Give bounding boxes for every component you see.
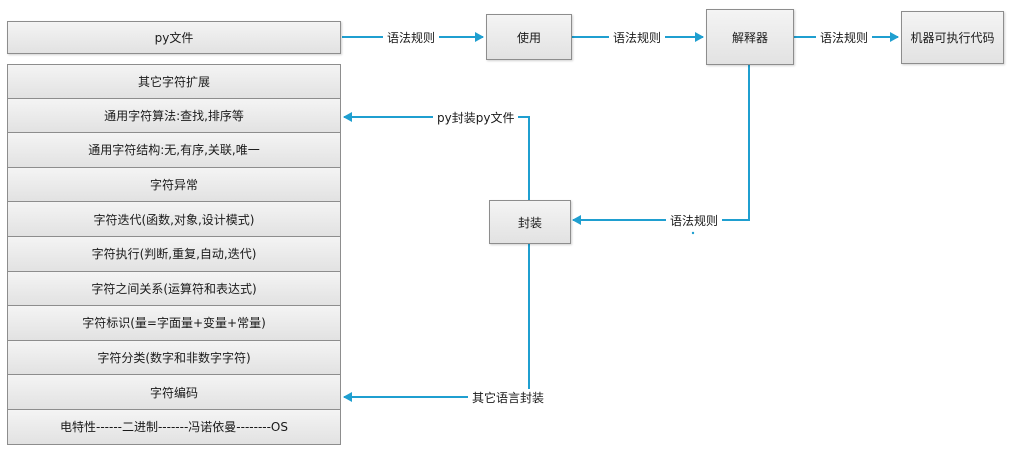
edge-label-other-lang-package: 其它语言封装 (468, 389, 549, 406)
stack-row-exceptions: 字符异常 (7, 167, 341, 203)
edge-label-grammar-2: 语法规则 (609, 29, 666, 46)
stack-row-relations: 字符之间关系(运算符和表达式) (7, 271, 341, 307)
edge-label-py-package-file: py封装py文件 (433, 109, 519, 126)
stack-row-encoding: 字符编码 (7, 375, 341, 410)
stack-row-algorithms: 通用字符算法:查找,排序等 (7, 98, 341, 134)
arrow-interpreter-to-package (572, 65, 750, 225)
stack-row-identifiers: 字符标识(量=字面量+变量+常量) (7, 306, 341, 341)
edge-label-grammar-3: 语法规则 (816, 29, 873, 46)
node-interpreter: 解释器 (706, 9, 794, 65)
node-machine-code-label: 机器可执行代码 (910, 31, 995, 45)
stack-row-iteration: 字符迭代(函数,对象,设计模式) (7, 202, 341, 237)
layer-stack: 其它字符扩展 通用字符算法:查找,排序等 通用字符结构:无,有序,关联,唯一 字… (7, 64, 341, 445)
node-machine-code: 机器可执行代码 (901, 11, 1004, 64)
node-use: 使用 (486, 14, 572, 60)
node-interpreter-label: 解释器 (731, 30, 768, 45)
node-py-file-label: py文件 (154, 31, 194, 45)
edge-label-grammar-4: 语法规则 (666, 212, 723, 229)
stack-row-structures: 通用字符结构:无,有序,关联,唯一 (7, 133, 341, 168)
stack-row-execution: 字符执行(判断,重复,自动,迭代) (7, 236, 341, 272)
edge-label-grammar-1: 语法规则 (383, 29, 440, 46)
node-package: 封装 (489, 200, 571, 244)
arrow-package-to-algorithm (343, 112, 530, 200)
stray-dot (691, 231, 695, 235)
stack-row-electrical: 电特性------二进制-------冯诺依曼--------OS (7, 409, 341, 445)
node-use-label: 使用 (516, 30, 541, 45)
node-py-file: py文件 (7, 21, 341, 54)
arrow-package-to-encoding (343, 244, 530, 402)
stack-row-classification: 字符分类(数字和非数字字符) (7, 340, 341, 376)
node-package-label: 封装 (517, 215, 542, 230)
stack-row-other-extensions: 其它字符扩展 (7, 64, 341, 99)
